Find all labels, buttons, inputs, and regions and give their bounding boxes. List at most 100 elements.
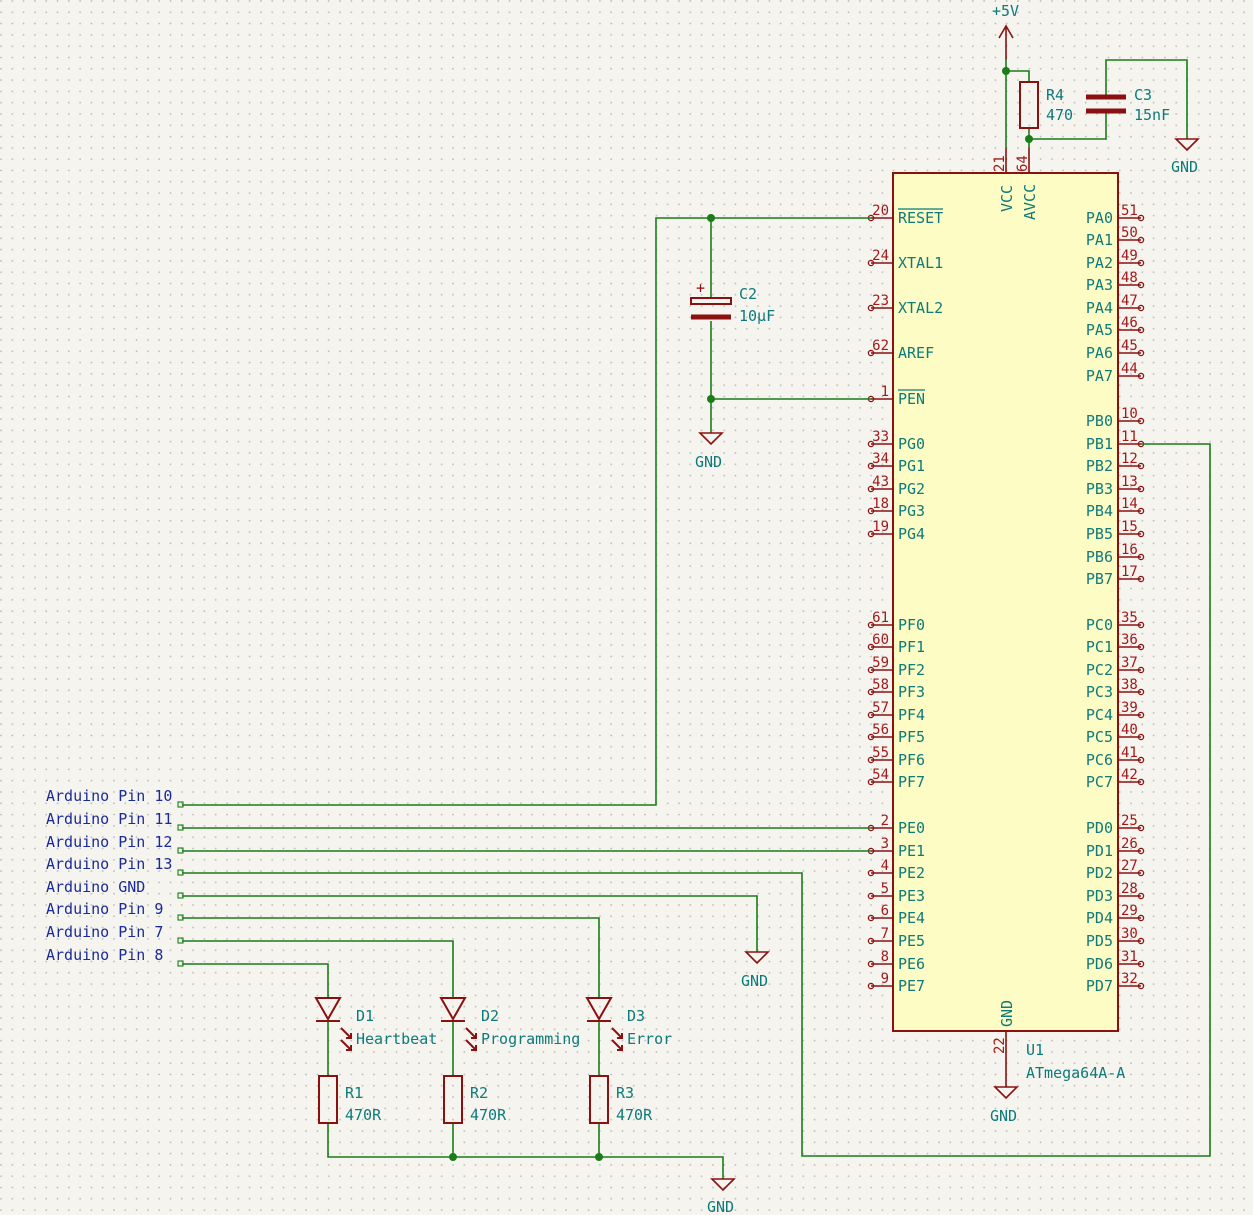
c2-capacitor[interactable]: + C2 10µF [690, 279, 775, 325]
arduino-label-item[interactable]: Arduino Pin 7 [46, 923, 184, 944]
arduino-label-item[interactable]: Arduino Pin 10 [46, 787, 184, 808]
u1-pin-number: 23 [872, 293, 889, 309]
r2-body[interactable] [443, 1075, 463, 1124]
arduino-label-item[interactable]: Arduino Pin 12 [46, 833, 184, 854]
arduino-label-item[interactable]: Arduino Pin 8 [46, 946, 184, 967]
u1-pin-number: 40 [1121, 722, 1138, 738]
d1-triangle[interactable] [314, 997, 342, 1022]
d3-led[interactable]: D3 Error [585, 997, 672, 1051]
arduino-label-item[interactable]: Arduino GND [46, 878, 184, 899]
gnd-c3[interactable]: GND [1171, 138, 1200, 176]
r1-body[interactable] [318, 1075, 338, 1124]
r3-resistor[interactable]: R3 470R [589, 1075, 653, 1124]
power-5v[interactable]: +5V [992, 2, 1019, 60]
r3-body[interactable] [589, 1075, 609, 1124]
d3-triangle[interactable] [585, 997, 613, 1022]
r1-resistor[interactable]: R1 470R [318, 1075, 382, 1124]
r4-resistor[interactable]: R4 470 [1019, 81, 1073, 129]
gnd-leds[interactable]: GND [707, 1178, 736, 1215]
d2-led[interactable]: D2 Programming [439, 997, 580, 1051]
u1-pin-number: 46 [1121, 315, 1138, 331]
c3-capacitor[interactable]: C3 15nF [1086, 86, 1170, 124]
u1-pin-number: 50 [1121, 225, 1138, 241]
arduino-label-connector [177, 847, 184, 854]
d1-led[interactable]: D1 Heartbeat [314, 997, 437, 1051]
r2-resistor[interactable]: R2 470R [443, 1075, 507, 1124]
arduino-label-item[interactable]: Arduino Pin 11 [46, 810, 184, 831]
r4-body[interactable] [1019, 81, 1039, 129]
gnd-c2[interactable]: GND [695, 432, 724, 471]
u1-pin-number: 39 [1121, 700, 1138, 716]
u1-pin-name: PE6 [898, 955, 925, 973]
d2-triangle[interactable] [439, 997, 467, 1022]
c2-plate-top[interactable] [690, 297, 732, 305]
u1-body[interactable] [892, 172, 1119, 1032]
u1-pin-number: 55 [872, 745, 889, 761]
u1-pin-number: 49 [1121, 248, 1138, 264]
arduino-label-item[interactable]: Arduino Pin 9 [46, 900, 184, 921]
arduino-label-item[interactable]: Arduino Pin 13 [46, 855, 184, 876]
gnd-u1[interactable]: GND [990, 1057, 1019, 1125]
gnd-arduino[interactable]: GND [741, 951, 770, 990]
